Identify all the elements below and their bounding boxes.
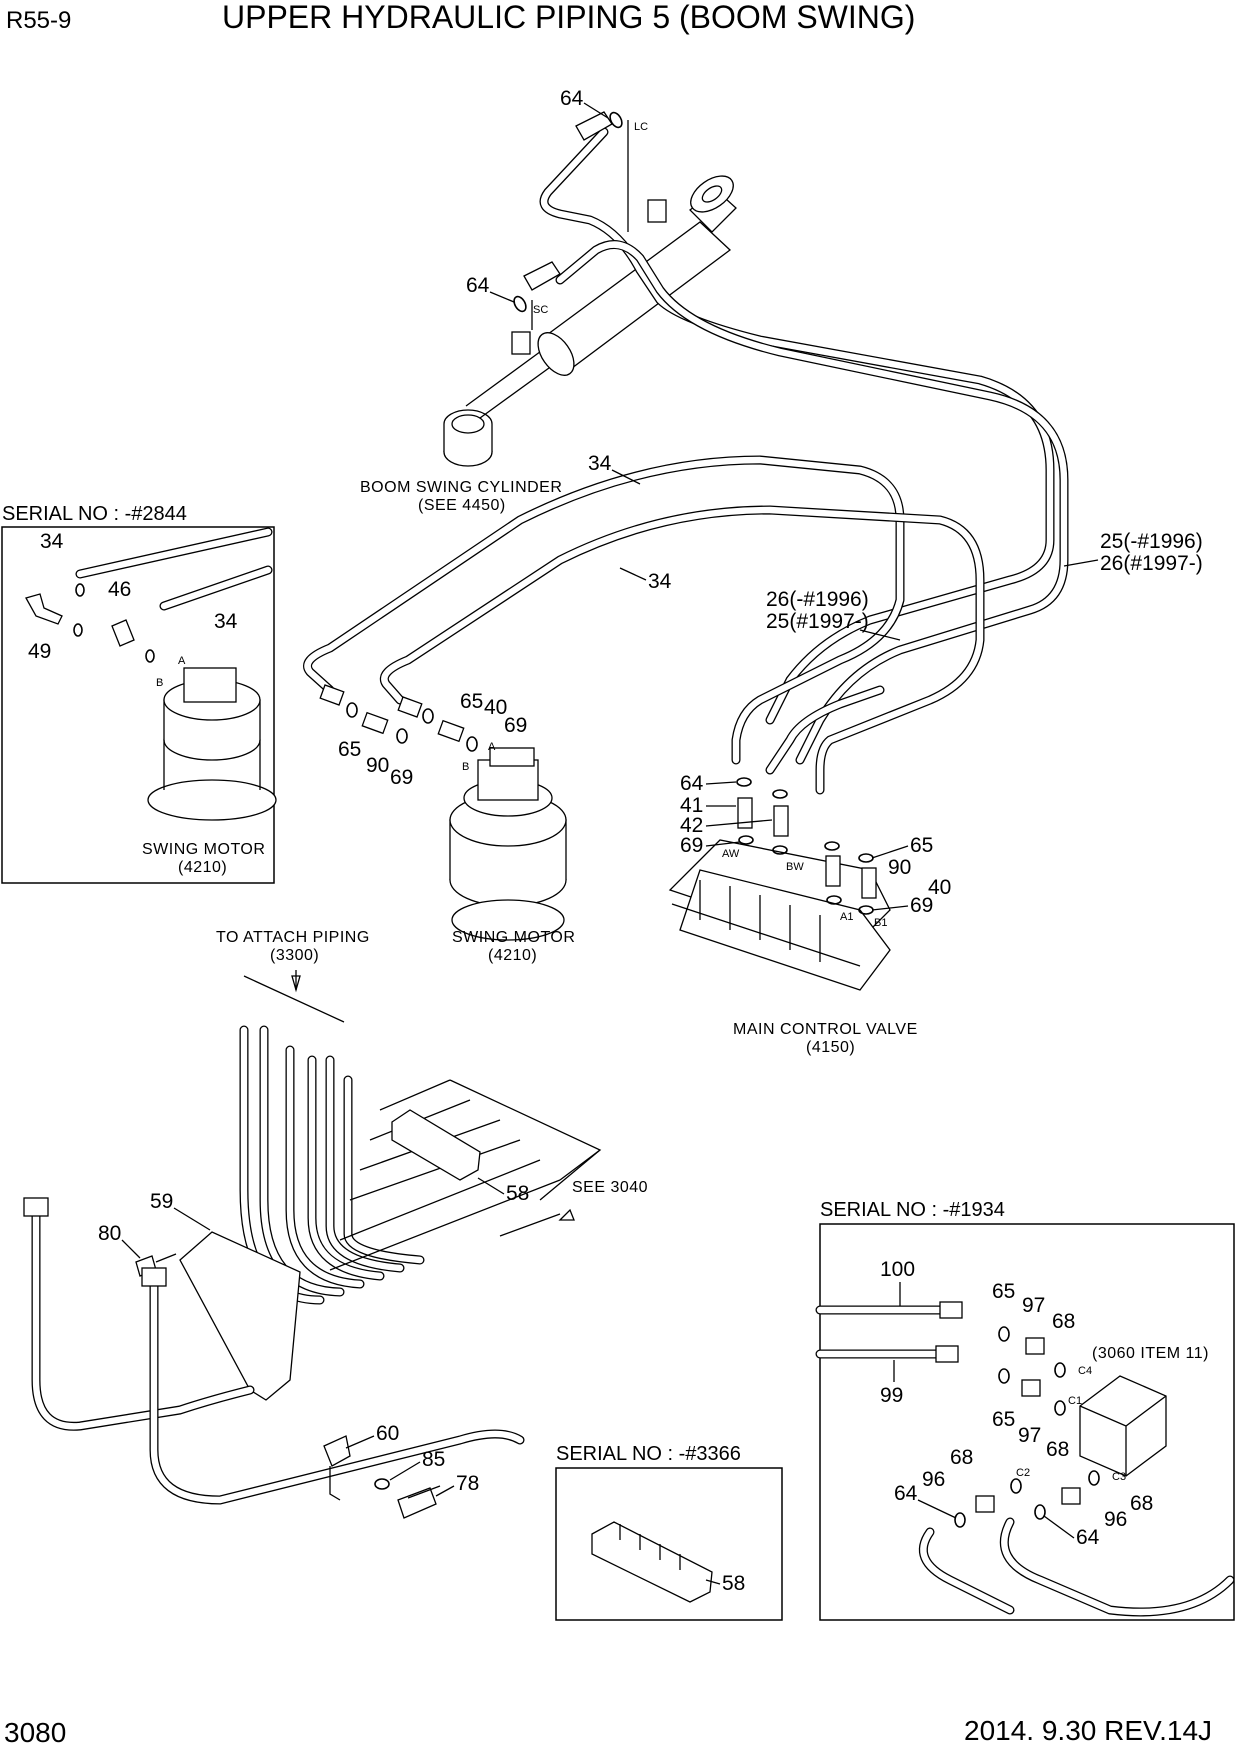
inset-serial-2844-title: SERIAL NO : -#2844 bbox=[2, 503, 187, 525]
inset-1934-port-c4: C4 bbox=[1078, 1365, 1092, 1377]
port-label-bw: BW bbox=[786, 861, 804, 873]
to-attach-piping-label: TO ATTACH PIPING bbox=[216, 929, 370, 946]
inset-2844-swing-motor-ref: (4210) bbox=[178, 859, 227, 876]
inset-1934-callout-64-b: 64 bbox=[1076, 1526, 1100, 1549]
callout-58-main: 58 bbox=[506, 1182, 529, 1205]
inset-2844-callout-34-b: 34 bbox=[214, 610, 238, 633]
model-code: R55-9 bbox=[6, 7, 71, 34]
callout-26-b: 26(-#1996) bbox=[766, 588, 869, 611]
inset-3366-callout-58: 58 bbox=[722, 1572, 745, 1595]
port-label-b-center: B bbox=[462, 761, 469, 773]
callout-34-mid: 34 bbox=[648, 570, 672, 593]
main-control-valve-ref: (4150) bbox=[806, 1039, 855, 1056]
boom-swing-cylinder-ref: (SEE 4450) bbox=[418, 497, 506, 514]
inset-1934-callout-99: 99 bbox=[880, 1384, 903, 1407]
fittings-swing-motor bbox=[319, 684, 478, 752]
page-number: 3080 bbox=[4, 1717, 66, 1748]
to-attach-piping-ref: (3300) bbox=[270, 947, 319, 964]
hoses-left bbox=[23, 1197, 525, 1505]
callout-65-valve: 65 bbox=[910, 834, 933, 857]
inset-1934-callout-68-c: 68 bbox=[950, 1446, 973, 1469]
callout-26-25: 26(#1997-) bbox=[1100, 552, 1203, 575]
swing-motor-center-label: SWING MOTOR bbox=[452, 929, 575, 946]
callout-69-a: 69 bbox=[504, 714, 527, 737]
inset-2844-parts bbox=[25, 527, 277, 821]
revision-stamp: 2014. 9.30 REV.14J bbox=[964, 1715, 1212, 1746]
callout-80: 80 bbox=[98, 1222, 121, 1245]
port-label-a1: A1 bbox=[840, 911, 853, 923]
callout-41: 41 bbox=[680, 794, 703, 817]
inset-1934-callout-68-d: 68 bbox=[1130, 1492, 1153, 1515]
inset-2844-callout-34-a: 34 bbox=[40, 530, 64, 553]
callout-40-valve: 40 bbox=[928, 876, 951, 899]
port-label-sc: SC bbox=[533, 304, 548, 316]
boom-swing-cylinder bbox=[443, 175, 737, 467]
callout-69-valve-b: 69 bbox=[910, 894, 933, 917]
boom-swing-cylinder-label: BOOM SWING CYLINDER bbox=[360, 479, 562, 496]
inset-1934-item-3060: (3060 ITEM 11) bbox=[1092, 1345, 1209, 1362]
inset-1934-callout-65-a: 65 bbox=[992, 1280, 1015, 1303]
inset-2844-port-b: B bbox=[156, 677, 163, 689]
callout-25-26: 25(-#1996) bbox=[1100, 530, 1203, 553]
see-3040-label: SEE 3040 bbox=[572, 1179, 648, 1196]
pin-washer-bolt bbox=[323, 1435, 441, 1519]
hose-25-26 bbox=[523, 111, 1069, 765]
hose-bundle bbox=[239, 1025, 602, 1305]
callout-85: 85 bbox=[422, 1448, 445, 1471]
callout-69-b: 69 bbox=[390, 766, 413, 789]
inset-1934-parts bbox=[815, 1301, 1235, 1617]
callout-78: 78 bbox=[456, 1472, 479, 1495]
callout-25-b: 25(#1997-) bbox=[766, 610, 869, 633]
inset-1934-callout-96-b: 96 bbox=[1104, 1508, 1127, 1531]
callout-90-a: 90 bbox=[366, 754, 389, 777]
callout-64-top: 64 bbox=[560, 87, 584, 110]
callout-64-mid: 64 bbox=[466, 274, 490, 297]
inset-1934-callout-65-b: 65 bbox=[992, 1408, 1015, 1431]
port-label-b1: B1 bbox=[874, 917, 887, 929]
hose-34 bbox=[303, 455, 985, 795]
main-control-valve bbox=[668, 839, 891, 991]
callout-65-a: 65 bbox=[460, 690, 483, 713]
inset-1934-callout-68-b: 68 bbox=[1046, 1438, 1069, 1461]
inset-1934-callout-100: 100 bbox=[880, 1258, 915, 1281]
port-label-aw: AW bbox=[722, 848, 740, 860]
inset-2844-swing-motor: SWING MOTOR bbox=[142, 841, 265, 858]
inset-1934-port-c2: C2 bbox=[1016, 1467, 1030, 1479]
callout-40-a: 40 bbox=[484, 696, 507, 719]
inset-1934-callout-96-a: 96 bbox=[922, 1468, 945, 1491]
inset-2844-port-a: A bbox=[178, 655, 186, 667]
callout-60: 60 bbox=[376, 1422, 399, 1445]
inset-serial-3366-title: SERIAL NO : -#3366 bbox=[556, 1443, 741, 1465]
inset-1934-callout-68-a: 68 bbox=[1052, 1310, 1075, 1333]
callout-42: 42 bbox=[680, 814, 703, 837]
callout-64-valve: 64 bbox=[680, 772, 704, 795]
inset-1934-callout-97-a: 97 bbox=[1022, 1294, 1045, 1317]
callout-69-valve: 69 bbox=[680, 834, 703, 857]
callout-59: 59 bbox=[150, 1190, 173, 1213]
port-label-a-center: A bbox=[488, 741, 496, 753]
inset-1934-callout-64-a: 64 bbox=[894, 1482, 918, 1505]
bracket-59 bbox=[179, 1231, 301, 1401]
swing-motor-center-ref: (4210) bbox=[488, 947, 537, 964]
inset-serial-3366 bbox=[555, 1467, 783, 1621]
swing-motor-center bbox=[449, 747, 567, 941]
port-label-lc: LC bbox=[634, 121, 648, 133]
inset-2844-callout-49: 49 bbox=[28, 640, 51, 663]
inset-2844-callout-46: 46 bbox=[108, 578, 131, 601]
main-control-valve-label: MAIN CONTROL VALVE bbox=[733, 1021, 918, 1038]
callout-90-valve: 90 bbox=[888, 856, 911, 879]
callout-65-b: 65 bbox=[338, 738, 361, 761]
inset-1934-callout-97-b: 97 bbox=[1018, 1424, 1041, 1447]
inset-3366-clamp bbox=[591, 1521, 713, 1603]
inset-serial-2844 bbox=[1, 526, 275, 884]
callout-34-top: 34 bbox=[588, 452, 612, 475]
inset-1934-port-c3: C3 bbox=[1112, 1471, 1126, 1483]
inset-1934-port-c1: C1 bbox=[1068, 1395, 1082, 1407]
clamp-58 bbox=[391, 1109, 481, 1181]
page-title: UPPER HYDRAULIC PIPING 5 (BOOM SWING) bbox=[222, 0, 915, 35]
inset-serial-1934-title: SERIAL NO : -#1934 bbox=[820, 1199, 1005, 1221]
inset-serial-1934 bbox=[819, 1223, 1235, 1621]
